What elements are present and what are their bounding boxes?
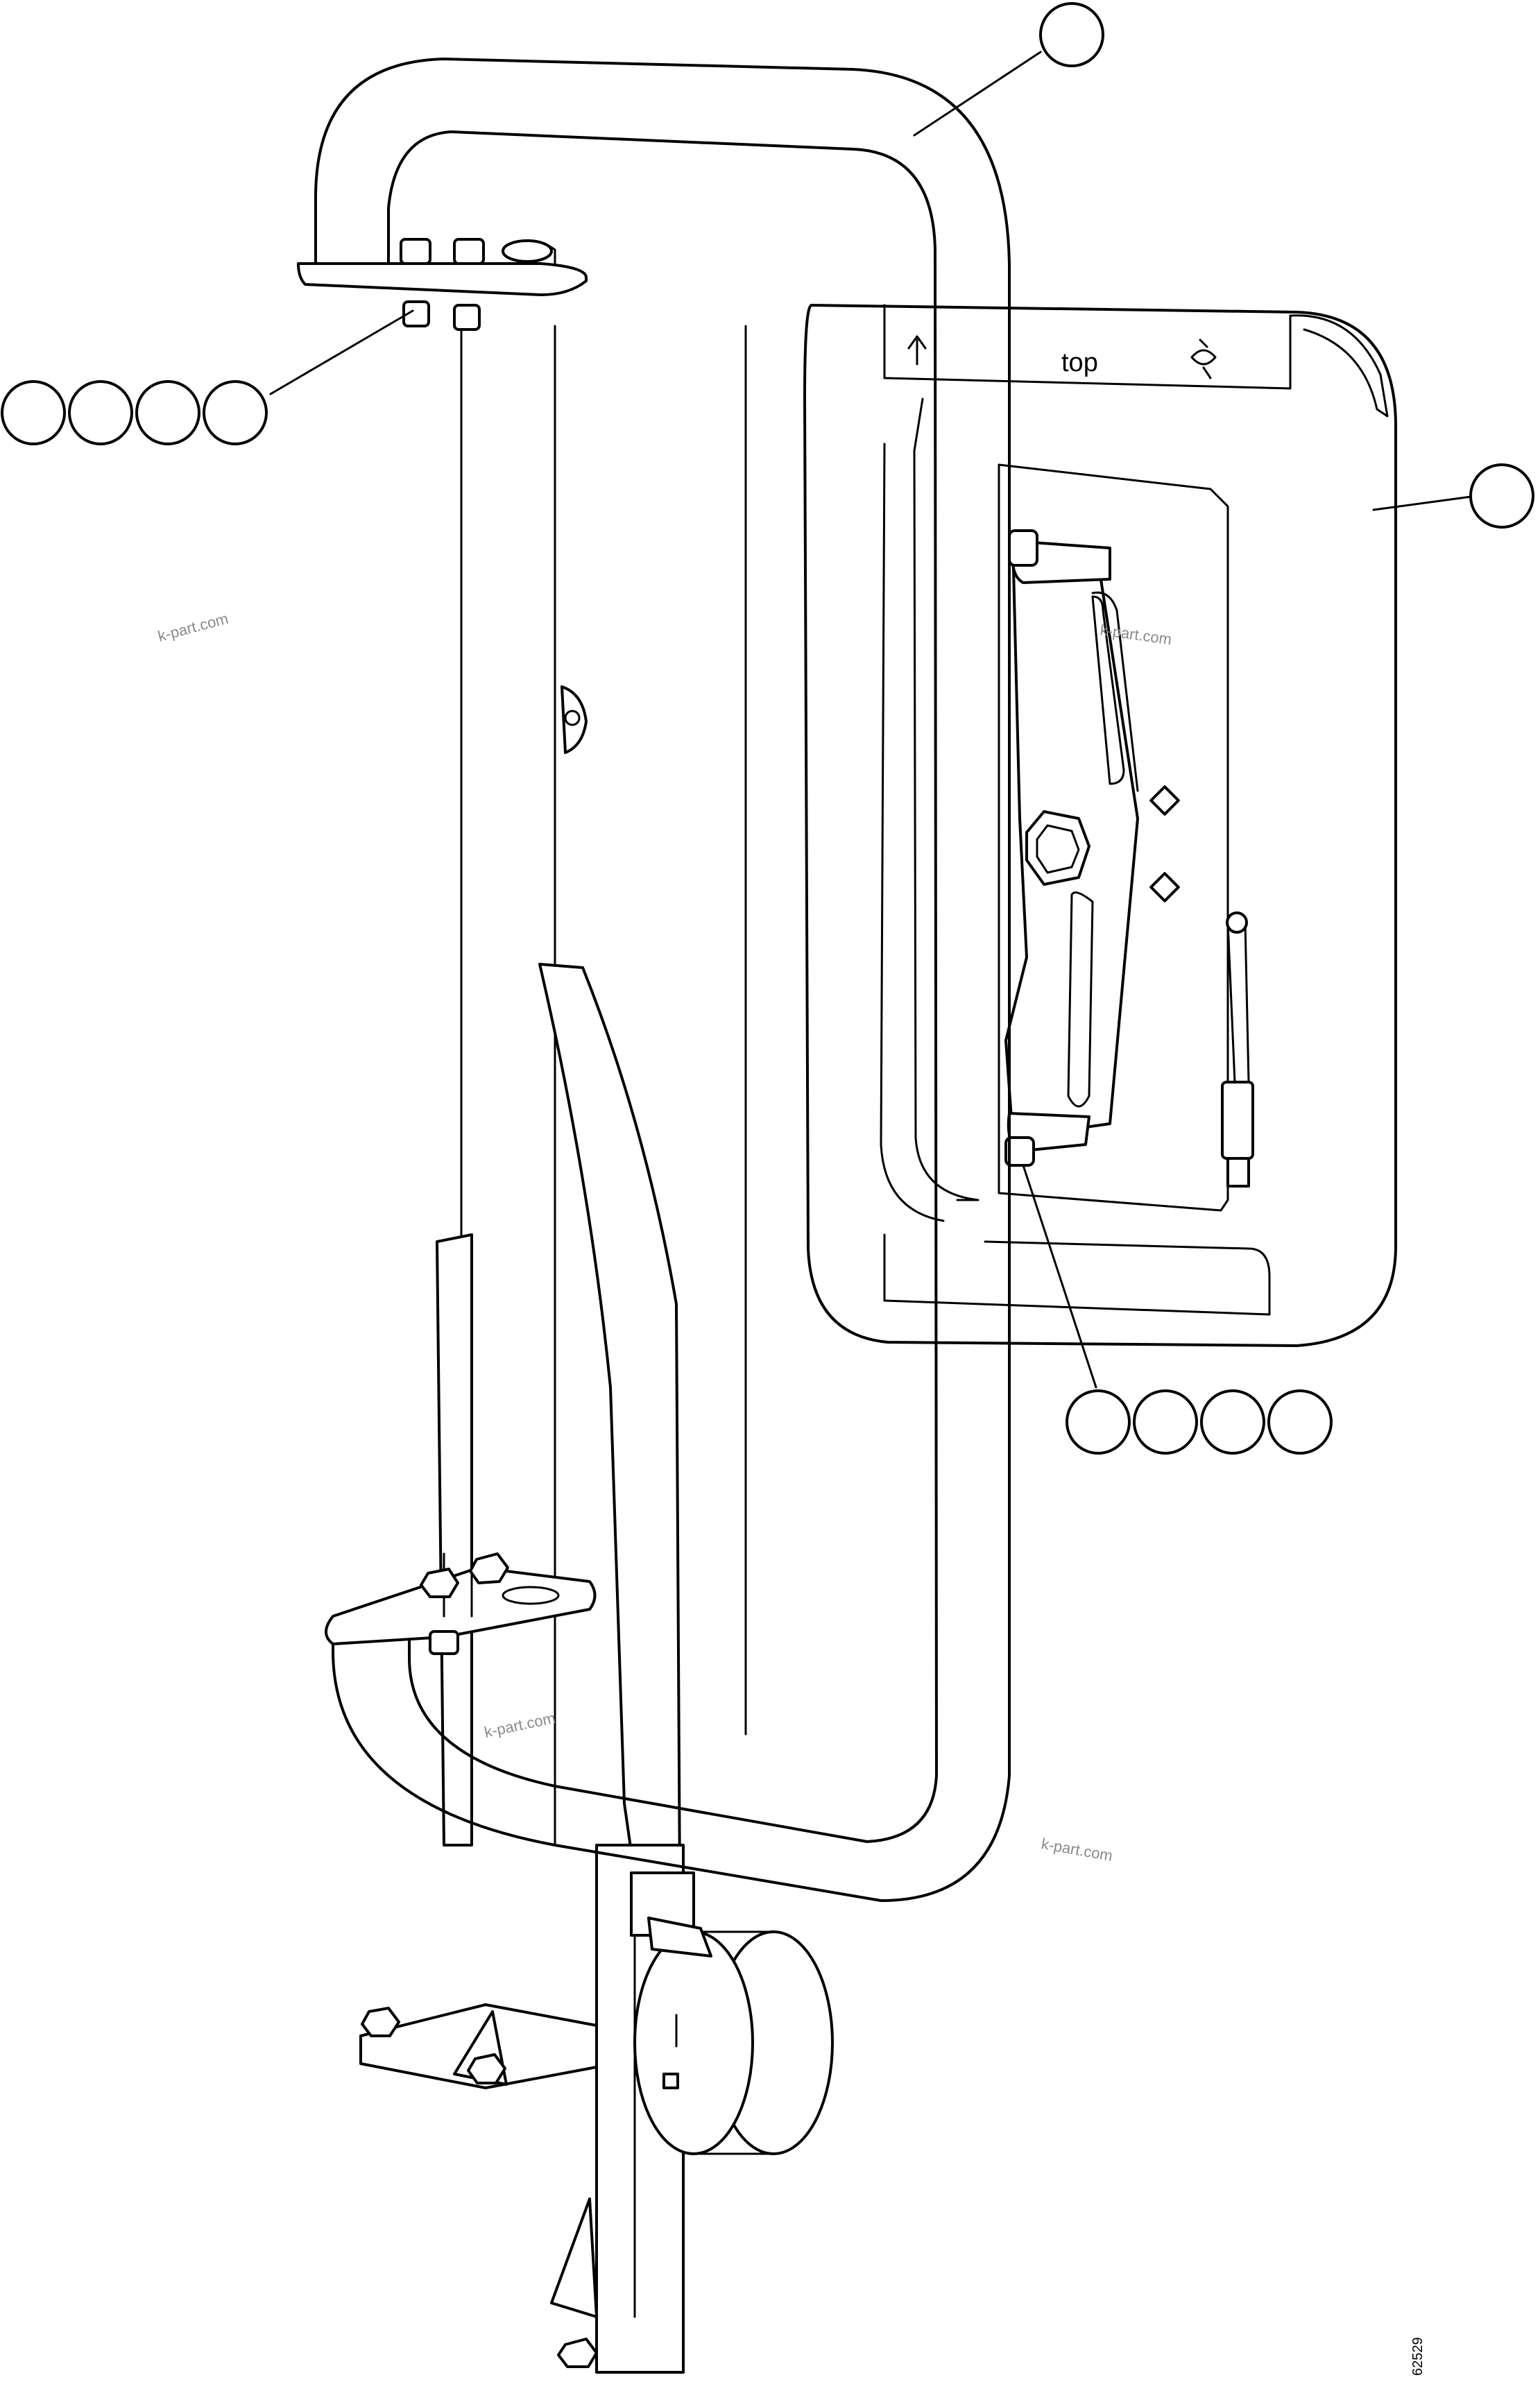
upper-clamp bbox=[297, 238, 588, 331]
leader-lines bbox=[269, 51, 1478, 1389]
panel-label: top bbox=[1061, 348, 1098, 377]
drawing-code: 62529 bbox=[1410, 2337, 1426, 2376]
mounting-post bbox=[359, 325, 747, 2374]
tube-frame bbox=[314, 58, 1011, 1902]
up-arrow-icon bbox=[907, 335, 927, 366]
horn bbox=[630, 1871, 834, 2155]
callout-panel bbox=[1469, 463, 1534, 529]
callout-upper-hardware bbox=[1, 380, 268, 445]
mirror-panel: top bbox=[803, 304, 1397, 1347]
lower-clamp bbox=[325, 1549, 597, 1655]
wing-nut-icon bbox=[1190, 339, 1217, 379]
watermark: k-part.com bbox=[156, 610, 230, 645]
watermark: k-part.com bbox=[1040, 1835, 1114, 1865]
callout-tube bbox=[1039, 2, 1104, 67]
callout-lower-hardware bbox=[1066, 1389, 1333, 1455]
watermark: k-part.com bbox=[483, 1709, 557, 1741]
